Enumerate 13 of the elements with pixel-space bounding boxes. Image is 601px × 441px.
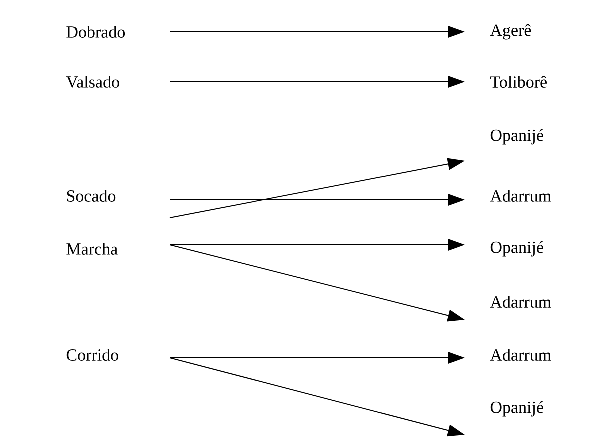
word-label: Adarrum (490, 190, 552, 202)
word-label: Adarrum (490, 296, 552, 308)
word-label: Agerê (490, 24, 532, 40)
word-label: Socado (67, 190, 116, 202)
word-label: Marcha (66, 243, 118, 255)
word-label: Adarrum (490, 349, 552, 361)
word-label: Valsado (66, 76, 120, 88)
word-label: Dobrado (66, 26, 126, 38)
word-label: Opanijé (490, 129, 544, 145)
word-label: Opanijé (490, 401, 544, 417)
word-label: Opanijé (490, 241, 544, 257)
word-label: Corrido (66, 349, 118, 361)
word-label: Toliborê (490, 76, 547, 88)
